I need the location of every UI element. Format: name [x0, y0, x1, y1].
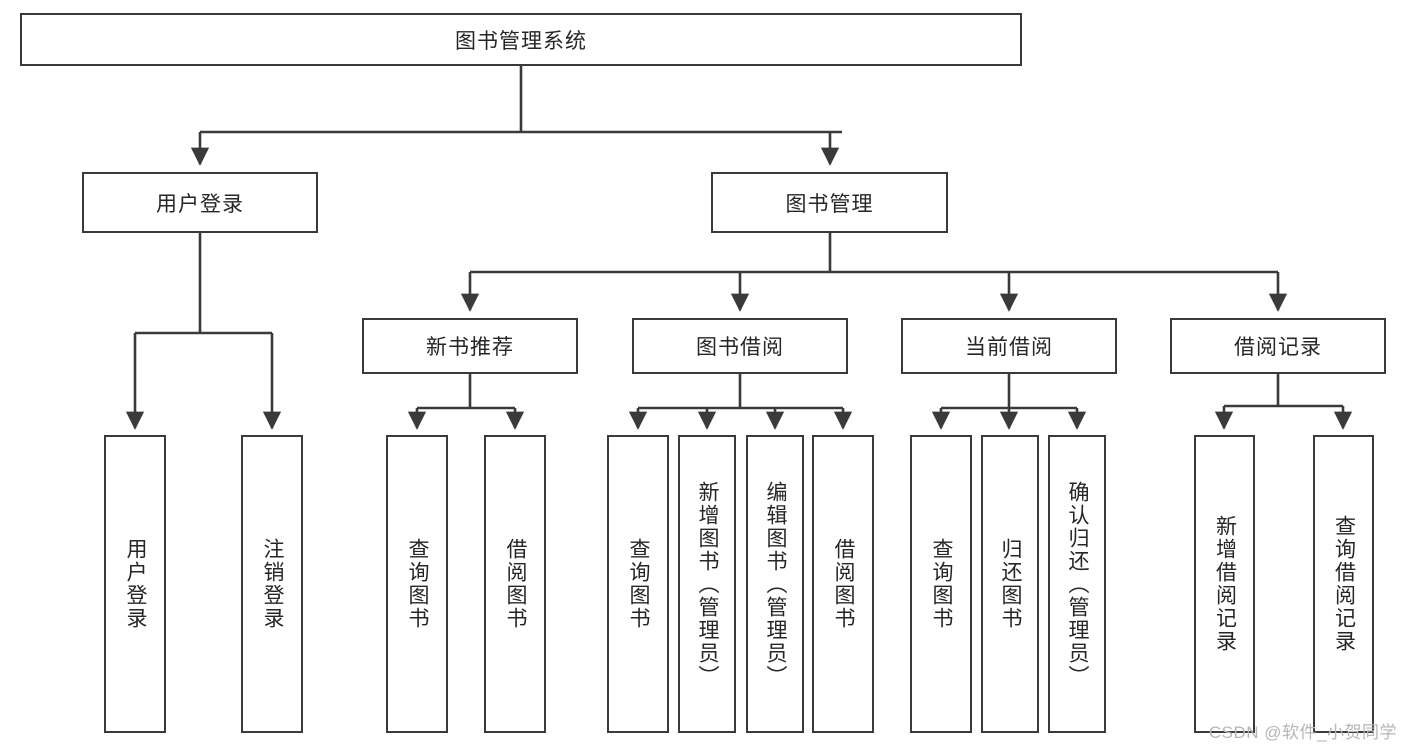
node-label: 新增借阅记录: [1213, 515, 1237, 653]
node-book-borrow[interactable]: 图书借阅: [632, 318, 848, 374]
leaf-query-book-current[interactable]: 查询图书: [910, 435, 972, 733]
node-user-login[interactable]: 用户登录: [82, 172, 318, 233]
node-label: 借阅图书: [504, 538, 528, 630]
node-label: 编辑图书（管理员）: [764, 480, 788, 688]
leaf-query-book-recommend[interactable]: 查询图书: [386, 435, 448, 733]
node-label: 借阅图书: [832, 538, 856, 630]
node-label: 确认归还（管理员）: [1066, 480, 1090, 688]
node-label: 查询借阅记录: [1332, 515, 1356, 653]
node-label: 注销登录: [261, 538, 285, 630]
leaf-logout-login[interactable]: 注销登录: [241, 435, 303, 733]
leaf-add-borrow-record[interactable]: 新增借阅记录: [1194, 435, 1255, 733]
node-label: 用户登录: [156, 192, 244, 216]
node-label: 新增图书（管理员）: [696, 480, 720, 688]
leaf-borrow-book[interactable]: 借阅图书: [812, 435, 874, 733]
leaf-edit-book-admin[interactable]: 编辑图书（管理员）: [746, 435, 804, 733]
node-label: 归还图书: [999, 538, 1023, 630]
node-label: 查询图书: [406, 538, 430, 630]
node-borrow-record[interactable]: 借阅记录: [1170, 318, 1386, 374]
leaf-return-book[interactable]: 归还图书: [981, 435, 1039, 733]
leaf-query-book-borrow[interactable]: 查询图书: [607, 435, 669, 733]
leaf-user-login[interactable]: 用户登录: [104, 435, 166, 733]
node-label: 图书借阅: [696, 336, 784, 359]
node-current-borrow[interactable]: 当前借阅: [901, 318, 1117, 374]
leaf-borrow-book-recommend[interactable]: 借阅图书: [484, 435, 546, 733]
node-label: 查询图书: [627, 538, 651, 630]
leaf-confirm-return-admin[interactable]: 确认归还（管理员）: [1048, 435, 1106, 733]
leaf-add-book-admin[interactable]: 新增图书（管理员）: [678, 435, 736, 733]
node-book-management-system[interactable]: 图书管理系统: [20, 13, 1022, 66]
node-label: 图书管理: [785, 192, 874, 216]
node-label: 新书推荐: [426, 336, 514, 359]
watermark-credit: CSDN @软件_小贺同学: [1208, 723, 1397, 742]
node-label: 借阅记录: [1234, 336, 1322, 359]
node-book-management[interactable]: 图书管理: [711, 172, 948, 233]
leaf-query-borrow-record[interactable]: 查询借阅记录: [1313, 435, 1374, 733]
node-new-book-recommend[interactable]: 新书推荐: [362, 318, 578, 374]
node-label: 图书管理系统: [455, 29, 587, 53]
node-label: 查询图书: [930, 538, 954, 630]
node-label: 当前借阅: [965, 336, 1053, 359]
node-label: 用户登录: [124, 538, 148, 630]
